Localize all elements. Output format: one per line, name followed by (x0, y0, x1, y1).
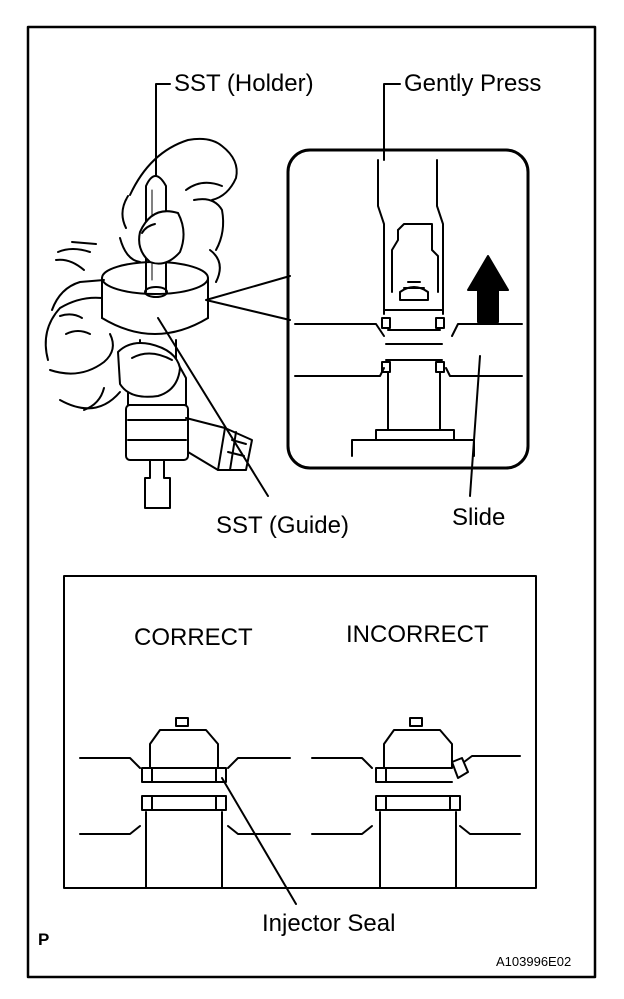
label-sst-guide: SST (Guide) (216, 512, 349, 539)
label-incorrect: INCORRECT (346, 621, 489, 648)
magnified-detail (205, 148, 530, 470)
label-figure-code: A103996E02 (496, 954, 572, 969)
correct-injector (79, 717, 291, 889)
label-correct: CORRECT (134, 624, 253, 651)
label-gently-press: Gently Press (404, 70, 542, 97)
comparison-box (63, 575, 537, 889)
label-injector-seal: Injector Seal (262, 910, 396, 937)
hand-with-sst (44, 137, 253, 509)
incorrect-injector (311, 717, 521, 889)
label-sst-holder: SST (Holder) (174, 70, 314, 97)
outer-frame (26, 25, 597, 979)
label-corner-p: P (38, 930, 50, 949)
slide-leader (469, 355, 481, 497)
holder-leader (155, 83, 171, 177)
guide-leader (157, 317, 269, 497)
seal-leader (221, 777, 297, 905)
label-slide: Slide (452, 504, 506, 531)
press-leader (383, 83, 401, 161)
